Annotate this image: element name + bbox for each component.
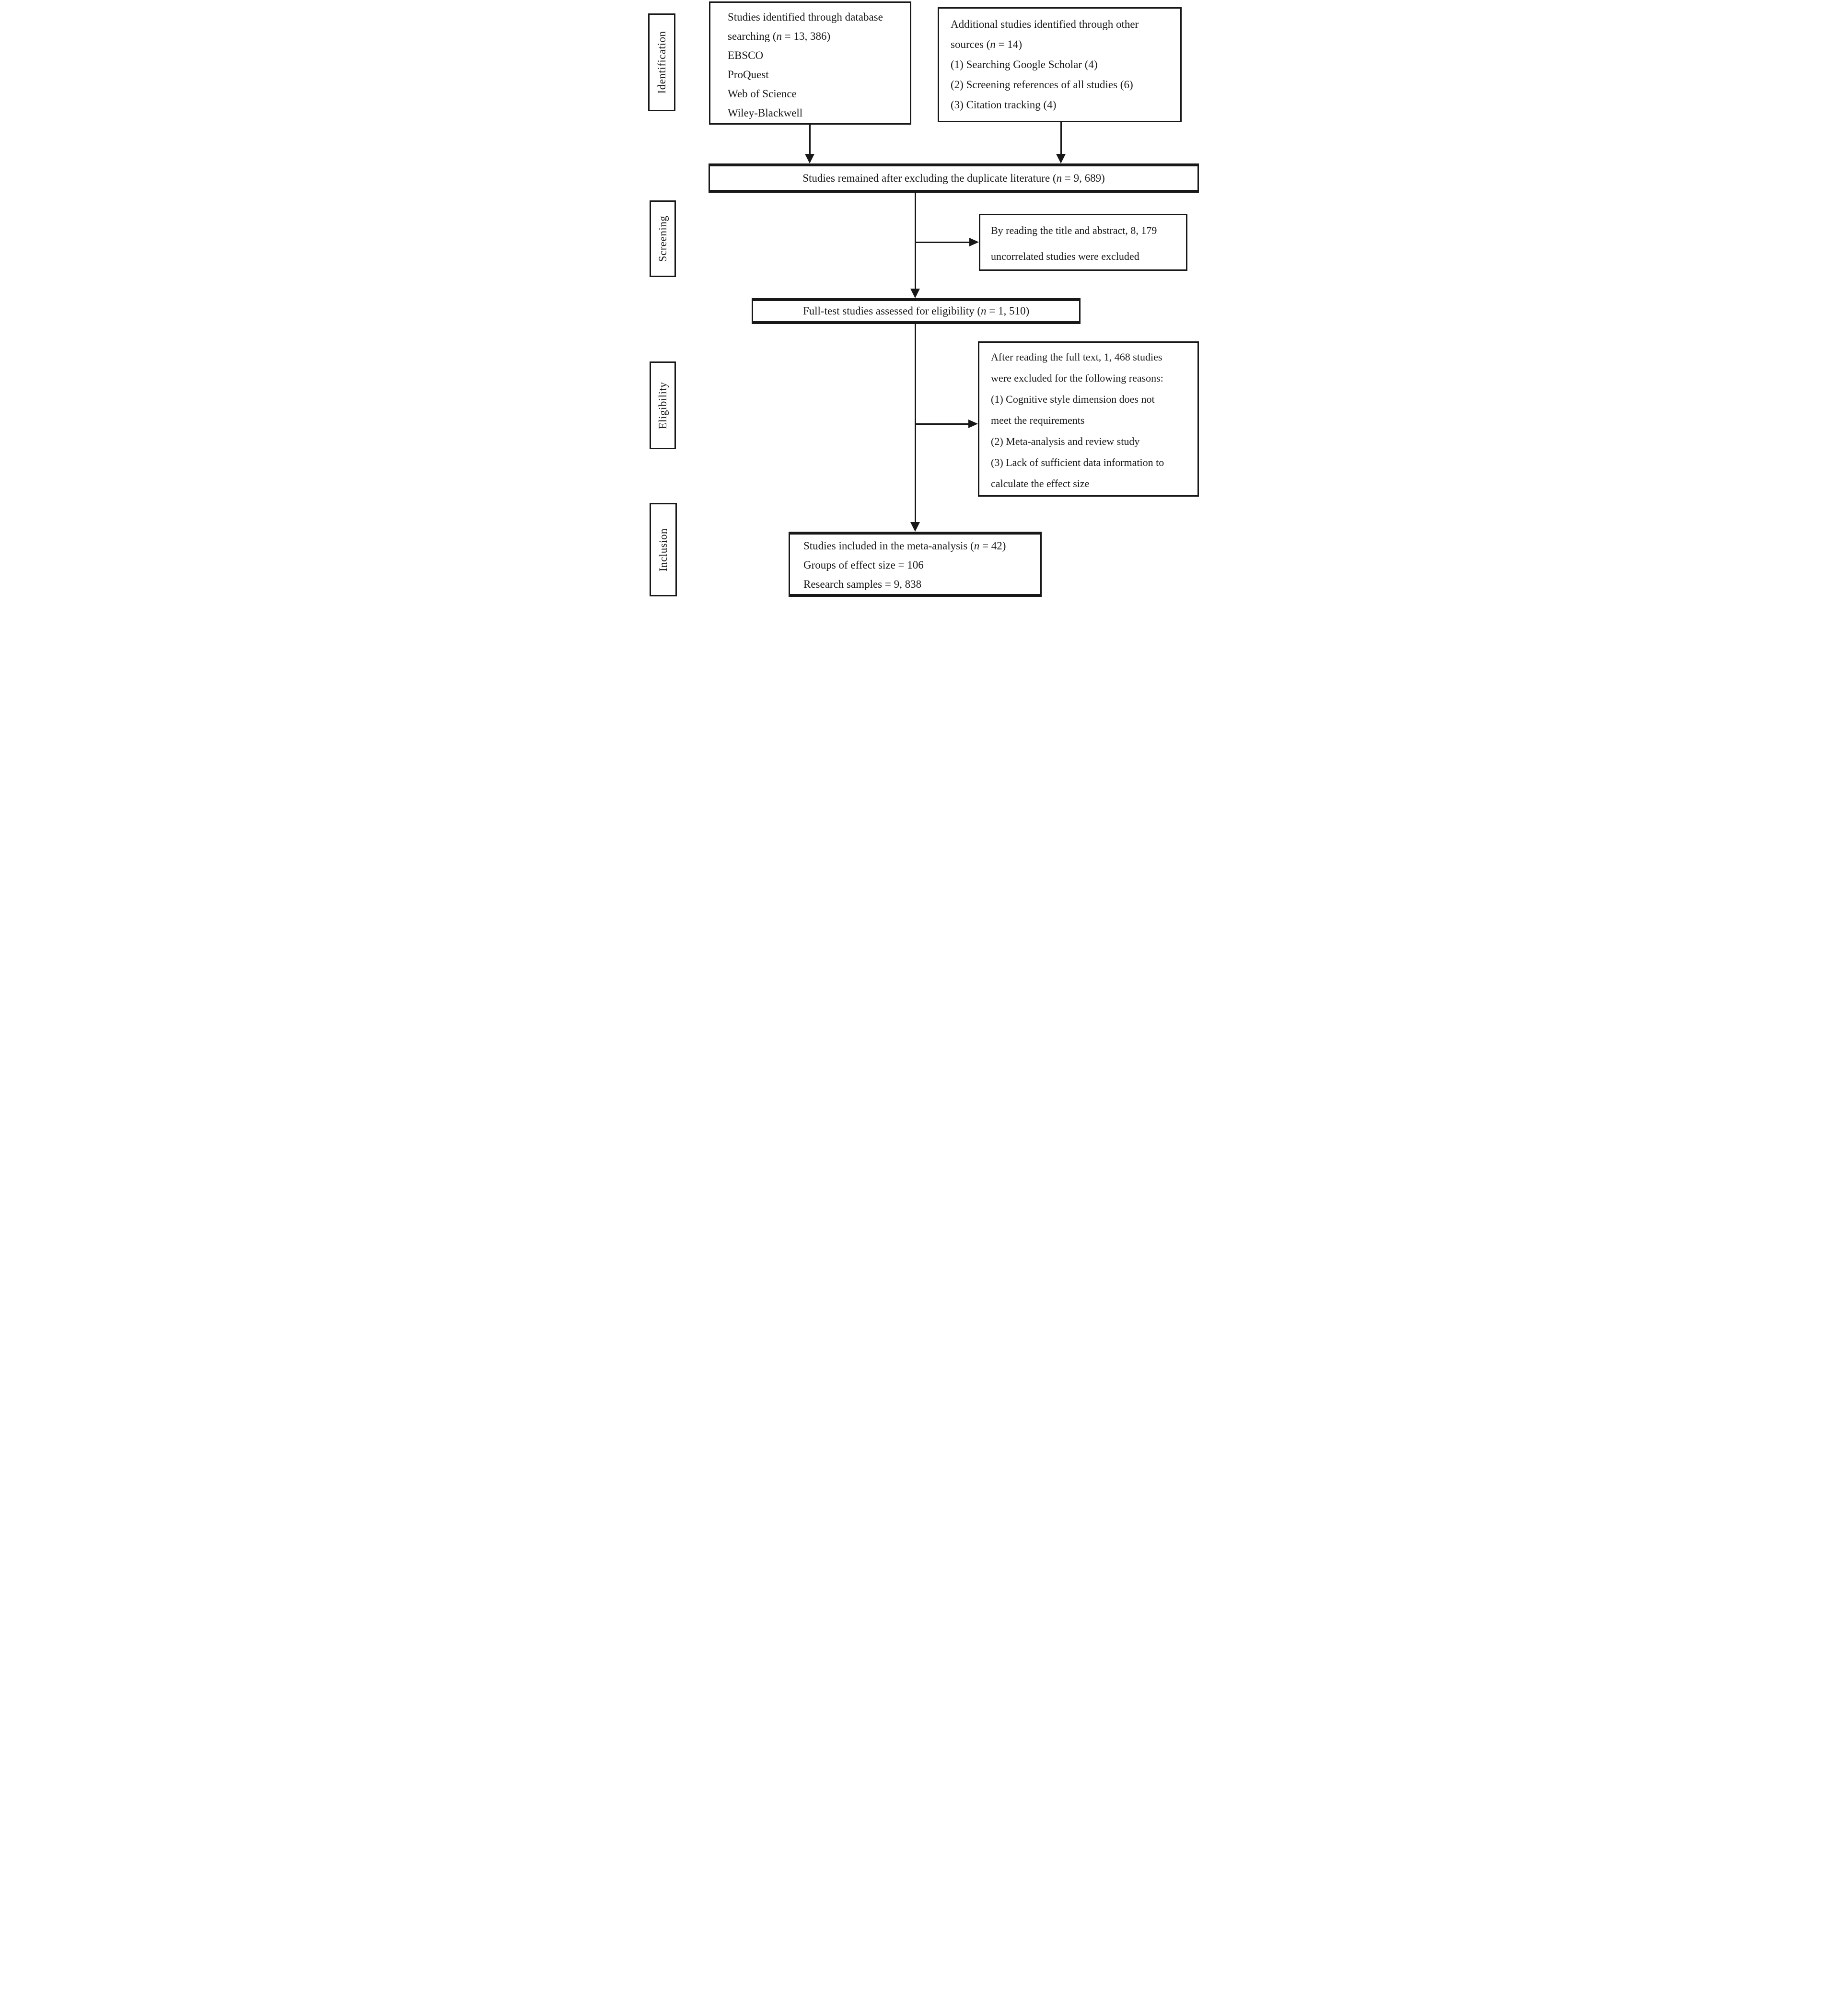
box-other-sources: Additional studies identified through ot…	[938, 7, 1182, 122]
text-line: uncorrelated studies were excluded	[991, 250, 1139, 262]
branch-to-fulltext-excluded	[915, 423, 969, 425]
box-fulltext-excluded: After reading the full text, 1, 468 stud…	[978, 341, 1199, 497]
text-line: (3) Citation tracking (4)	[951, 99, 1057, 111]
stage-box-inclusion: Inclusion	[650, 503, 677, 596]
text-line: Studies remained after excluding the dup…	[802, 172, 1105, 184]
stage-label-eligibility: Eligibility	[656, 382, 669, 429]
stage-label-inclusion: Inclusion	[657, 528, 669, 571]
text-line: (2) Screening references of all studies …	[951, 79, 1133, 91]
stage-label-screening: Screening	[656, 215, 669, 262]
text-line: (2) Meta-analysis and review study	[991, 435, 1140, 447]
text-line: (1) Cognitive style dimension does not	[991, 393, 1155, 405]
connector-dedup-to-fulltext	[915, 193, 916, 290]
text-line: ProQuest	[728, 69, 769, 81]
arrowhead-dedup-to-fulltext	[910, 289, 920, 298]
box-database-search: Studies identified through database searc…	[709, 1, 911, 125]
box-after-deduplication: Studies remained after excluding the dup…	[709, 163, 1199, 193]
box-included: Studies included in the meta-analysis (n…	[789, 532, 1042, 597]
text-line: EBSCO	[728, 49, 764, 61]
stage-box-screening: Screening	[650, 200, 676, 277]
stage-label-identification: Identification	[655, 31, 668, 94]
text-line: Full-test studies assessed for eligibili…	[802, 305, 1030, 317]
stage-box-eligibility: Eligibility	[650, 361, 676, 449]
text-line: Wiley-Blackwell	[728, 107, 803, 119]
text-line: meet the requirements	[991, 414, 1085, 426]
text-line: By reading the title and abstract, 8, 17…	[991, 224, 1157, 236]
text-line: (3) Lack of sufficient data information …	[991, 456, 1164, 468]
text-line: calculate the effect size	[991, 477, 1090, 489]
arrowhead-included	[910, 522, 920, 532]
prisma-flow-diagram: Identification Screening Eligibility Inc…	[647, 0, 1201, 597]
text-line: were excluded for the following reasons:	[991, 372, 1163, 384]
text-line: Groups of effect size = 106	[803, 559, 924, 571]
text-line: Studies included in the meta-analysis (n…	[803, 540, 1006, 552]
arrowhead-database-to-dedup	[805, 154, 814, 163]
text-line: Web of Science	[728, 88, 797, 100]
arrowhead-title-abstract-excluded	[969, 238, 979, 246]
text-line: (1) Searching Google Scholar (4)	[951, 58, 1098, 70]
arrowhead-other-to-dedup	[1056, 154, 1066, 163]
branch-to-title-abstract-excluded	[915, 242, 970, 243]
text-line: Studies identified through database	[728, 11, 883, 23]
box-title-abstract-excluded: By reading the title and abstract, 8, 17…	[979, 214, 1187, 271]
stage-box-identification: Identification	[648, 13, 675, 111]
arrowhead-fulltext-excluded	[968, 419, 978, 428]
text-line: sources (n = 14)	[951, 38, 1023, 50]
text-line: Research samples = 9, 838	[803, 578, 922, 590]
text-line: Additional studies identified through ot…	[951, 18, 1139, 30]
text-line: After reading the full text, 1, 468 stud…	[991, 351, 1162, 363]
box-fulltext-assessed: Full-test studies assessed for eligibili…	[752, 298, 1081, 324]
connector-other-to-dedup	[1060, 122, 1062, 154]
text-line: searching (n = 13, 386)	[728, 30, 831, 42]
connector-database-to-dedup	[809, 125, 811, 154]
